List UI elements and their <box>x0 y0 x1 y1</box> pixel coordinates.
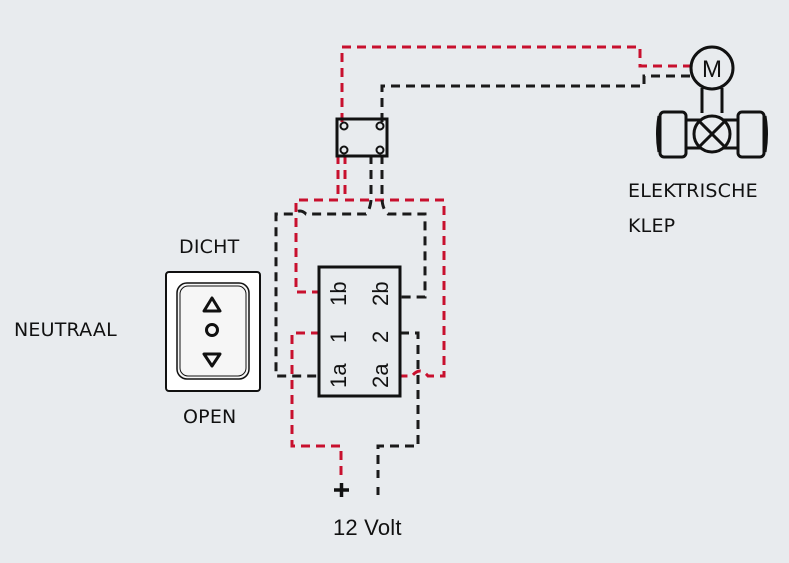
label-neutraal: NEUTRAAL <box>14 319 117 341</box>
red-wire-top-to-motor <box>340 45 690 122</box>
black-wire-junction-right <box>380 155 427 299</box>
terminal-1a: 1a <box>326 363 351 388</box>
down-triangle-icon <box>202 352 222 368</box>
label-voltage: 12 Volt <box>333 515 402 540</box>
switch-block <box>317 265 402 398</box>
rocker-switch[interactable] <box>165 271 261 392</box>
label-valve-line1: ELEKTRISCHE <box>628 180 758 202</box>
neutral-circle-icon <box>205 323 219 337</box>
rocker-switch-paddle <box>176 282 250 380</box>
plus-terminal-icon <box>334 483 349 497</box>
red-wire-supply <box>290 331 343 478</box>
negative-wires <box>274 74 690 495</box>
label-dicht: DICHT <box>179 236 240 258</box>
junction-box <box>335 117 389 158</box>
terminal-2a: 2a <box>368 363 393 388</box>
red-wire-junction-left <box>294 155 340 294</box>
terminal-2: 2 <box>368 330 393 343</box>
black-wire-top-to-motor <box>380 74 690 122</box>
red-wire-junction-right <box>343 155 446 378</box>
electric-valve-icon <box>656 45 768 159</box>
label-valve-line2: KLEP <box>628 215 676 237</box>
label-open: OPEN <box>183 406 237 428</box>
positive-wires <box>290 45 690 478</box>
terminal-1: 1 <box>326 330 351 343</box>
motor-label: M <box>702 56 722 83</box>
black-wire-supply <box>376 331 420 478</box>
motor-circle <box>689 45 735 91</box>
up-triangle-icon <box>202 296 222 313</box>
black-wire-junction-left <box>274 155 373 378</box>
terminal-1b: 1b <box>326 281 351 306</box>
terminal-2b: 2b <box>368 281 393 306</box>
